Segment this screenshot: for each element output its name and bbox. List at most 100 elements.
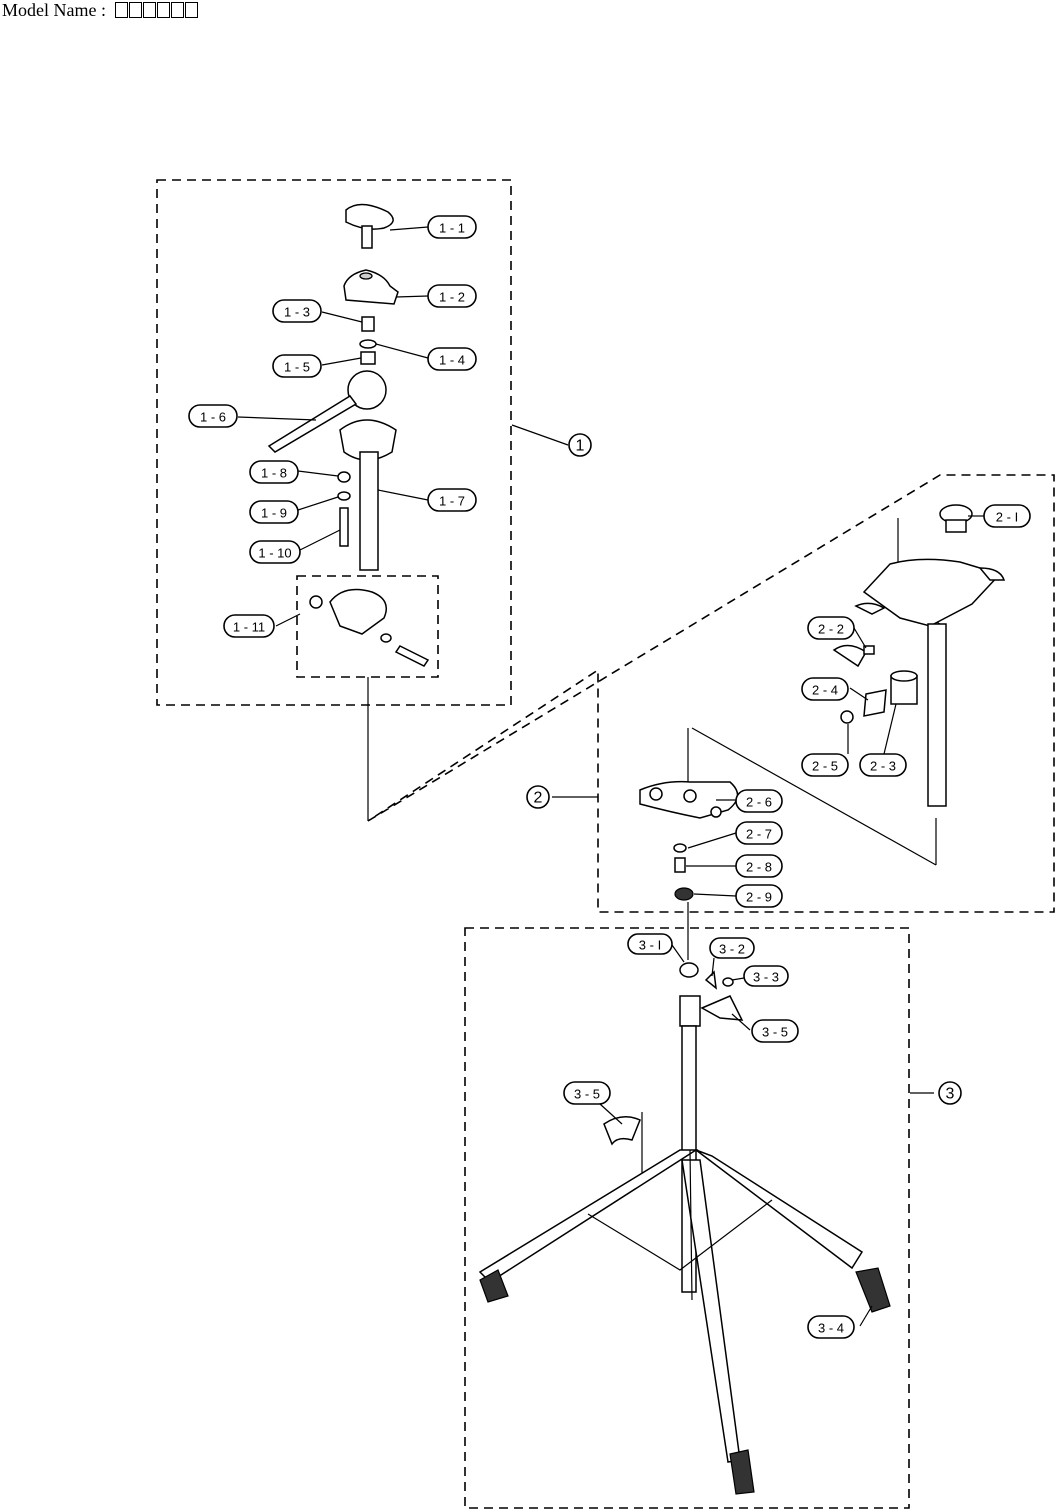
callout-1-10: 1 - 10 (249, 540, 301, 564)
group-number-1: 1 (568, 433, 592, 457)
model-name-label: Model Name : (2, 0, 106, 20)
callout-text: 1 - 8 (261, 466, 287, 481)
callout-text: 2 - 6 (746, 795, 772, 810)
missing-glyph-box (156, 2, 170, 18)
callout-text: 3 - 3 (753, 970, 779, 985)
callout-2-4: 2 - 4 (801, 677, 849, 701)
callout-bubble (563, 1081, 611, 1105)
part-1-8-nut (337, 471, 351, 483)
callout-1-8: 1 - 8 (249, 460, 299, 484)
callout-bubble (801, 753, 849, 777)
callout-2-8: 2 - 8 (735, 854, 783, 878)
callout-text: 2 - 8 (746, 860, 772, 875)
group-1-boundary (156, 179, 512, 706)
callout-bubble (627, 933, 673, 955)
foot-left (479, 1269, 509, 1303)
missing-glyph-box (142, 2, 156, 18)
callout-2-9: 2 - 9 (735, 884, 783, 908)
callout-bubble (807, 616, 855, 640)
callout-2-6: 2 - 6 (735, 789, 783, 813)
callout-1-7: 1 - 7 (427, 488, 477, 512)
part-1-11-clamp (309, 588, 430, 667)
group-number-circle (568, 433, 592, 457)
group-2-boundary (367, 474, 1055, 913)
callout-bubble (427, 347, 477, 371)
callout-bubble (735, 854, 783, 878)
callout-2-5: 2 - 5 (801, 753, 849, 777)
callout-1-3: 1 - 3 (272, 299, 322, 323)
callout-3-5a: 3 - 5 (751, 1019, 799, 1043)
callout-bubble (188, 404, 238, 428)
callout-bubble (807, 1315, 855, 1339)
callout-text: 3 - I (639, 938, 661, 953)
part-2-6-base-plate (639, 727, 937, 866)
callout-2-7: 2 - 7 (735, 821, 783, 845)
part-3-5-wing-bolt-lower (603, 1112, 643, 1184)
callout-3-5b: 3 - 5 (563, 1081, 611, 1105)
callout-text: 1 - 9 (261, 506, 287, 521)
missing-glyph-box (170, 2, 184, 18)
callout-2-2: 2 - 2 (807, 616, 855, 640)
group-number-text: 2 (534, 790, 543, 807)
callout-text: 1 - 10 (258, 546, 291, 561)
part-2-5-nut (840, 710, 854, 724)
foot-front (729, 1449, 755, 1495)
part-1-1-wing-bolt (345, 203, 394, 249)
callout-1-2: 1 - 2 (427, 284, 477, 308)
callout-bubble (427, 215, 477, 239)
callout-text: 2 - 4 (812, 683, 838, 698)
callout-1-1: 1 - 1 (427, 215, 477, 239)
part-2-8-screw (674, 857, 686, 873)
part-3-2-clip (704, 970, 717, 990)
callout-text: 1 - 7 (439, 494, 465, 509)
callout-1-5: 1 - 5 (272, 354, 322, 378)
callout-text: 1 - 4 (439, 353, 465, 368)
group-number-2: 2 (526, 785, 550, 809)
callout-text: 2 - 2 (818, 622, 844, 637)
part-1-2-clamp-cap (343, 269, 399, 305)
callout-text: 3 - 4 (818, 1321, 844, 1336)
callout-text: 1 - 1 (439, 221, 465, 236)
callout-text: 1 - 3 (284, 305, 310, 320)
callout-text: 2 - I (996, 510, 1018, 525)
callout-bubble (249, 460, 299, 484)
part-3-5-wing-bolt-upper (700, 995, 744, 1021)
group-number-circle (938, 1081, 962, 1105)
callout-text: 3 - 2 (719, 942, 745, 957)
callout-text: 3 - 5 (762, 1025, 788, 1040)
callout-bubble (709, 937, 755, 959)
part-1-4-washer (359, 339, 377, 349)
callout-text: 2 - 7 (746, 827, 772, 842)
part-2-2-wing-bolt (832, 644, 875, 668)
model-name-header: Model Name : (2, 0, 199, 21)
callout-bubble (983, 504, 1031, 528)
callout-bubble (249, 540, 301, 564)
callout-text: 1 - 2 (439, 290, 465, 305)
part-3-1-bushing (679, 962, 699, 978)
part-2-9-nut (674, 887, 694, 901)
part-2-1-cap (939, 504, 973, 533)
part-2-3-knob (890, 670, 918, 705)
callout-text: 2 - 3 (870, 759, 896, 774)
part-1-6-ball-arm (267, 370, 387, 453)
callout-1-9: 1 - 9 (249, 500, 299, 524)
callout-text: 2 - 9 (746, 890, 772, 905)
callout-3-1: 3 - I (627, 933, 673, 955)
callout-bubble (735, 789, 783, 813)
callout-text: 1 - 11 (233, 620, 265, 635)
callout-3-3: 3 - 3 (743, 965, 789, 987)
callout-bubble (249, 500, 299, 524)
missing-glyph-box (114, 2, 128, 18)
part-1-7-tilter-body (339, 419, 397, 571)
callout-bubble (427, 284, 477, 308)
missing-glyph-box (184, 2, 198, 18)
part-1-9-washer (337, 491, 351, 501)
part-3-3-washer (722, 977, 734, 987)
callout-bubble (272, 299, 322, 323)
callout-text: 1 - 6 (200, 410, 226, 425)
callout-1-4: 1 - 4 (427, 347, 477, 371)
part-2-7-washer (673, 843, 687, 853)
part-2-holder-assembly (854, 518, 1006, 807)
callout-3-4: 3 - 4 (807, 1315, 855, 1339)
